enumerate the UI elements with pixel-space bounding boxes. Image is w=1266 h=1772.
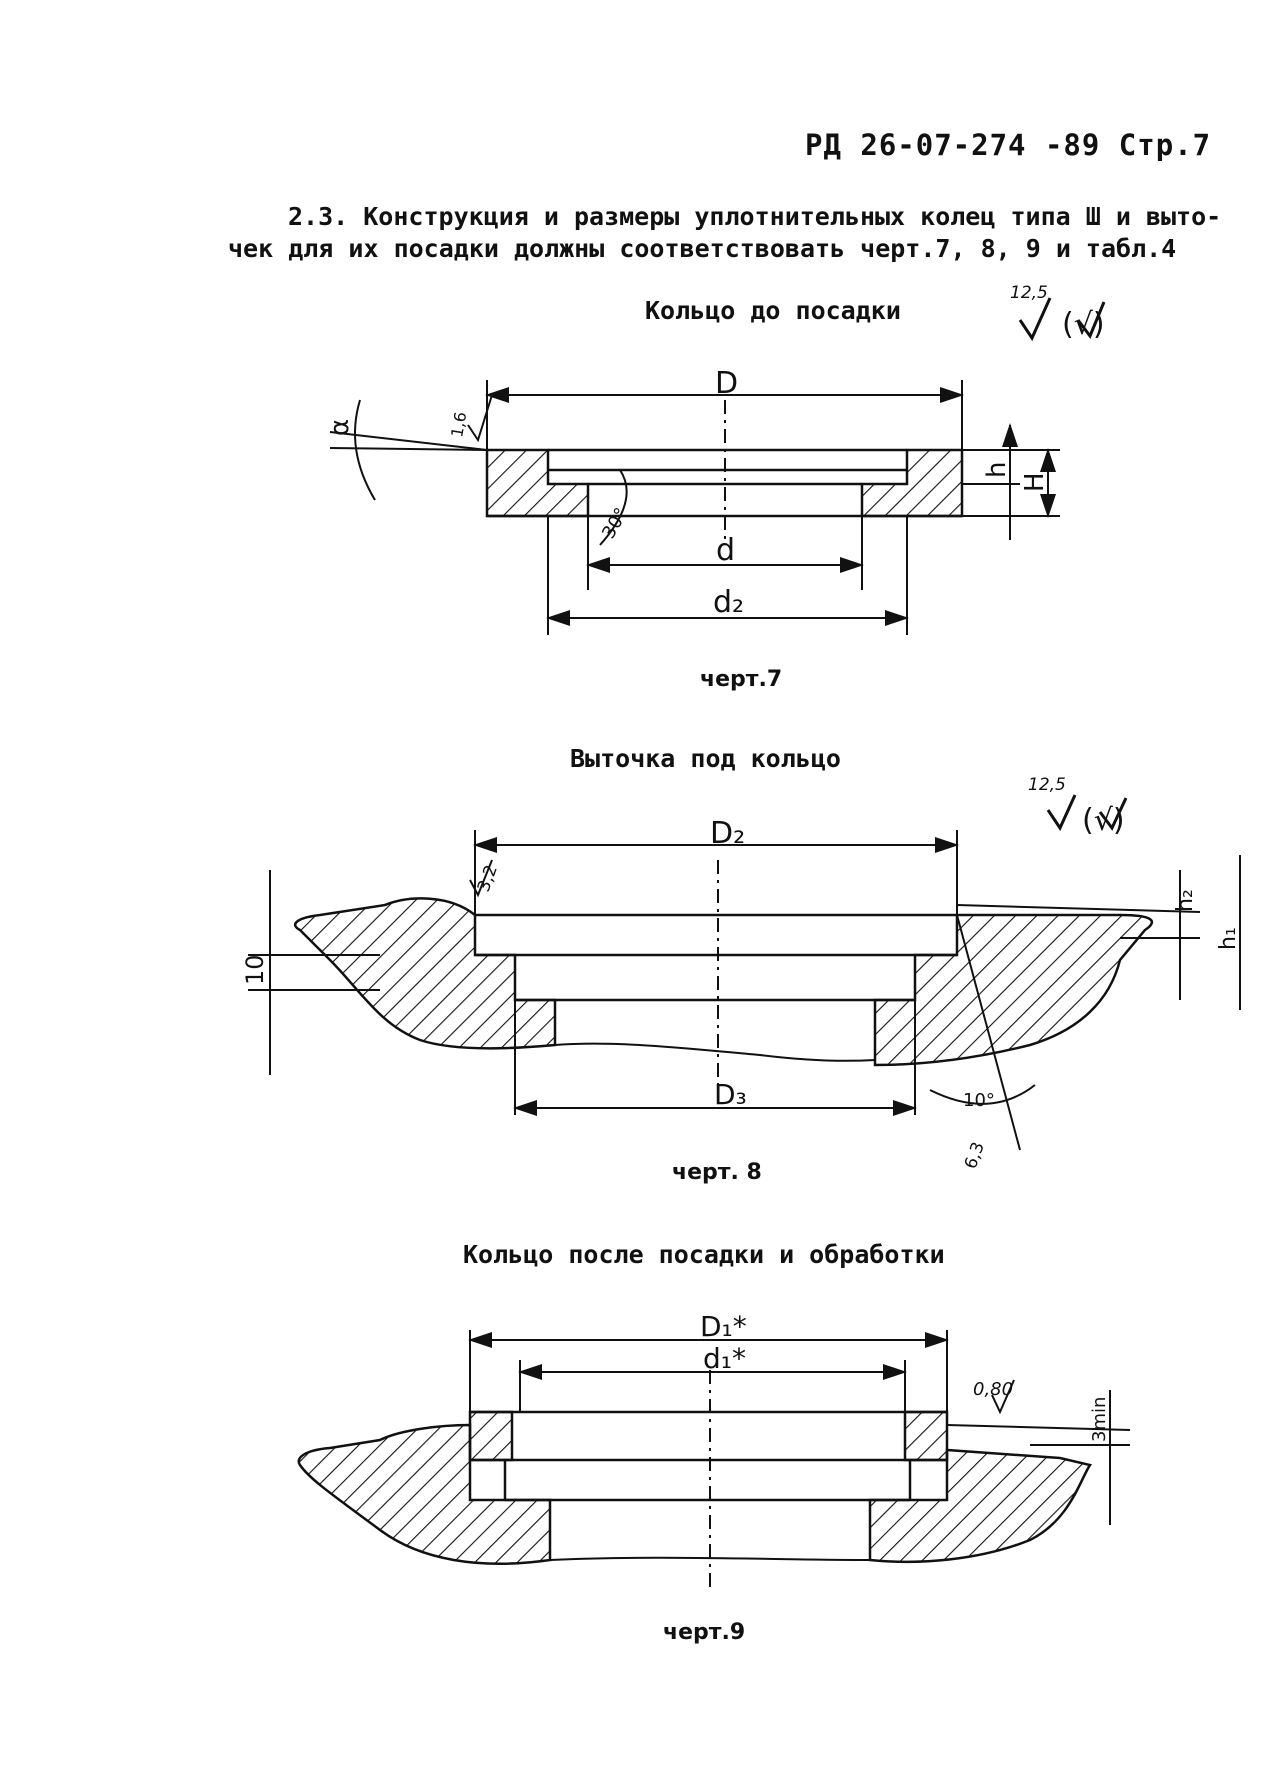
figure-9-title: Кольцо после посадки и обработки <box>463 1240 945 1269</box>
roughness-3-2: 3,2 <box>474 862 502 894</box>
dim-10: 10 <box>241 954 269 985</box>
dim-d1: d₁* <box>703 1342 746 1375</box>
figure-7-drawing <box>329 380 1060 635</box>
roughness-paren-2: (√) <box>1082 803 1125 838</box>
dim-h: h <box>982 462 1012 478</box>
dim-h2: h₂ <box>1173 889 1198 912</box>
figure-9-drawing <box>297 1330 1131 1590</box>
paragraph-line-1: 2.3. Конструкция и размеры уплотнительны… <box>288 202 1222 231</box>
angle-30: 30° <box>598 504 632 542</box>
roughness-paren-1: (√) <box>1062 307 1105 342</box>
figure-8-caption: черт. 8 <box>672 1160 762 1185</box>
dim-d2: d₂ <box>713 585 744 620</box>
roughness-1-6: 1,6 <box>447 410 470 438</box>
angle-alpha: α <box>325 419 355 436</box>
roughness-value-1: 12,5 <box>1010 283 1048 303</box>
figure-9-caption: черт.9 <box>663 1620 746 1645</box>
figure-8-title: Выточка под кольцо <box>570 744 841 773</box>
roughness-6-3: 6,3 <box>961 1139 989 1171</box>
figure-7-caption: черт.7 <box>700 667 783 692</box>
paragraph-line-2: чек для их посадки должны соответствоват… <box>228 234 1177 263</box>
dim-h1: h₁ <box>1216 927 1241 950</box>
dim-D1: D₁* <box>700 1310 747 1343</box>
figure-8-drawing <box>248 830 1241 1151</box>
figure-7-title: Кольцо до посадки <box>645 296 901 325</box>
angle-10: 10° <box>963 1090 995 1111</box>
roughness-symbol-2 <box>1046 794 1128 832</box>
roughness-value-2: 12,5 <box>1028 775 1066 795</box>
dim-d: d <box>716 533 735 568</box>
dim-D: D <box>715 366 738 401</box>
roughness-symbol-1 <box>1018 297 1106 342</box>
page-header: РД 26-07-274 -89 Стр.7 <box>805 128 1212 162</box>
dim-D2: D₂ <box>710 816 745 851</box>
dim-H: H <box>1020 472 1050 492</box>
roughness-0-80: 0,80 <box>973 1379 1013 1400</box>
dim-3min: 3min <box>1089 1397 1110 1442</box>
dim-D3: D₃ <box>714 1078 747 1111</box>
